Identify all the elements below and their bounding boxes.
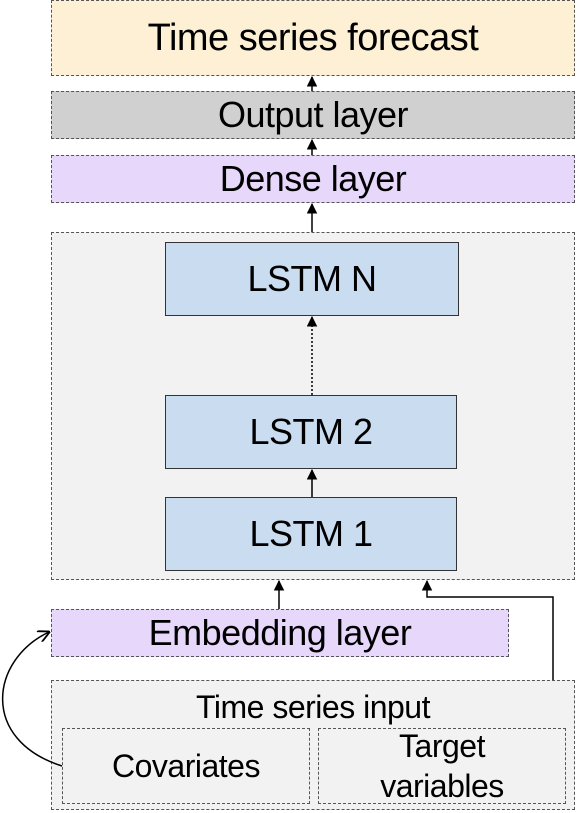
output-layer-label: Output layer: [217, 94, 409, 135]
dense-layer-label: Dense layer: [219, 158, 407, 199]
time-series-input-label: Time series input: [196, 689, 430, 725]
covariates-box: Covariates: [62, 728, 310, 804]
time-series-forecast-box: Time series forecast: [51, 0, 575, 76]
dense-layer-box: Dense layer: [51, 155, 575, 203]
lstm-n-label: LSTM N: [247, 258, 377, 299]
lstm-1-block: LSTM 1: [165, 497, 457, 571]
embedding-layer-label: Embedding layer: [148, 612, 412, 653]
lstm-2-block: LSTM 2: [165, 395, 457, 469]
lstm-2-label: LSTM 2: [249, 411, 373, 452]
target-variables-box: Target variables: [318, 728, 566, 804]
time-series-forecast-label: Time series forecast: [147, 17, 479, 59]
embedding-layer-box: Embedding layer: [51, 609, 509, 657]
target-variables-label: Target variables: [380, 728, 504, 804]
output-layer-box: Output layer: [51, 91, 575, 139]
lstm-1-label: LSTM 1: [249, 513, 373, 554]
covariates-label: Covariates: [112, 748, 260, 784]
lstm-n-block: LSTM N: [165, 242, 459, 316]
